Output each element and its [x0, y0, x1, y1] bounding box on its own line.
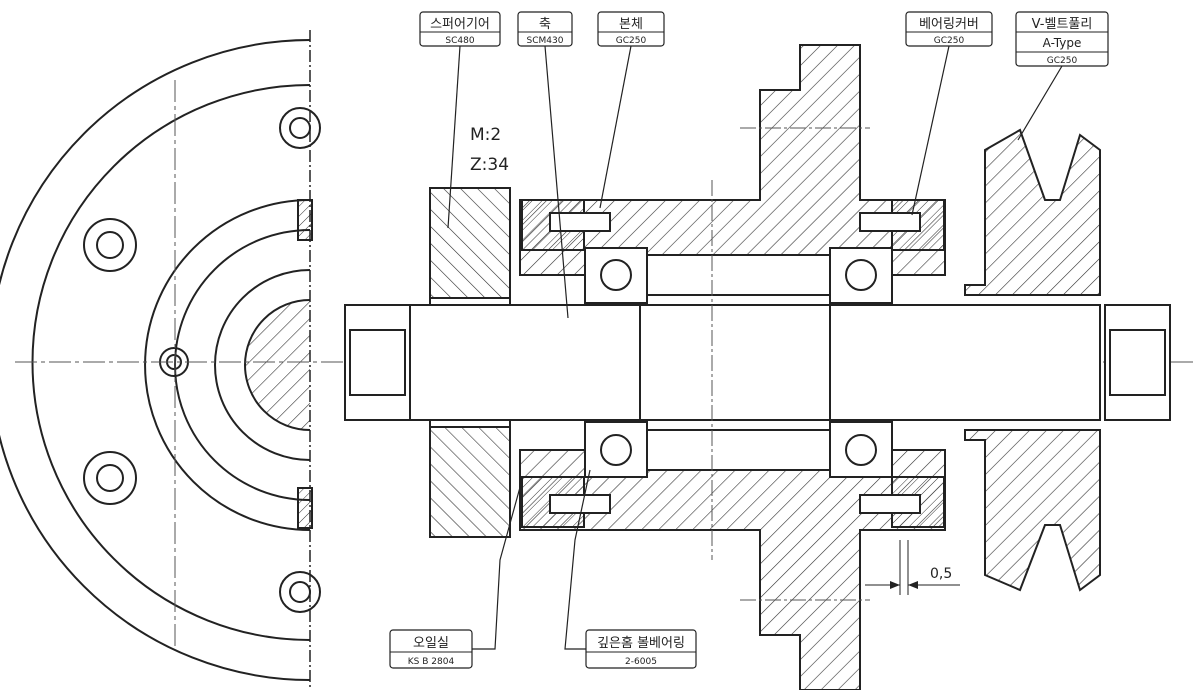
gap-dimension-value: 0,5 — [930, 566, 952, 582]
gear-module: M:2 — [470, 125, 501, 145]
v-belt-pulley-lower — [964, 429, 1101, 592]
shaft-material: SCM430 — [527, 36, 564, 46]
v-belt-pulley-material: GC250 — [1047, 56, 1078, 66]
side-view — [0, 30, 321, 690]
spur-gear-name: 스퍼어기어 — [430, 17, 490, 32]
nut-left-inner — [349, 329, 406, 396]
bore-cavity-upper — [639, 254, 831, 296]
bolt-hole-upper-inner — [96, 231, 124, 259]
gap-dimension: 0,5 — [865, 540, 960, 595]
callout-bearing: 깊은홈 볼베어링 2-6005 — [564, 469, 697, 669]
spur-gear-lower — [429, 426, 511, 538]
bolt-hole-top — [279, 107, 321, 149]
nut-right-inner — [1109, 329, 1166, 396]
bearing-spec: 2-6005 — [625, 657, 657, 667]
callout-body: 본체 GC250 — [597, 11, 665, 209]
oil-seal-name: 오일실 — [413, 636, 449, 651]
bearing-left — [584, 247, 648, 478]
rib-section-top — [297, 199, 313, 241]
bolt-hole-top-inner — [289, 117, 311, 139]
bolt-hole-bottom-inner — [289, 581, 311, 603]
shaft-end-section — [244, 299, 311, 431]
bearing-name: 깊은홈 볼베어링 — [597, 636, 685, 651]
shaft — [409, 304, 1101, 421]
bearing-cover-material: GC250 — [934, 36, 965, 46]
section-view — [344, 44, 1171, 690]
callout-bearing-cover: 베어링커버 GC250 — [905, 11, 993, 216]
bolt-hole-bottom — [279, 571, 321, 613]
bearing-right — [829, 247, 893, 478]
callout-spur-gear: 스퍼어기어 SC480 — [419, 11, 501, 229]
bolt-lower-right — [859, 494, 921, 514]
rib-section-bottom — [297, 487, 313, 529]
shaft-name: 축 — [539, 17, 551, 32]
callout-v-belt-pulley: V-벨트풀리 A-Type GC250 — [1015, 11, 1109, 141]
v-belt-pulley-type: A-Type — [1043, 36, 1082, 50]
body-material: GC250 — [616, 36, 647, 46]
bolt-upper-left — [549, 212, 611, 232]
hub-arc — [214, 269, 311, 461]
bolt-hole-lower-inner — [96, 464, 124, 492]
bore-cavity-lower — [639, 429, 831, 471]
bearing-cover-name: 베어링커버 — [919, 17, 979, 32]
boss-arc — [144, 199, 311, 531]
v-belt-pulley-name: V-벨트풀리 — [1032, 17, 1093, 32]
spur-gear-upper — [429, 187, 511, 299]
bolt-upper-right — [859, 212, 921, 232]
bolt-lower-left — [549, 494, 611, 514]
bolt-hole-lower — [83, 451, 137, 505]
callout-shaft: 축 SCM430 — [517, 11, 573, 319]
gear-teeth: Z:34 — [470, 155, 509, 175]
flange-outer-arc — [0, 39, 311, 681]
v-belt-pulley-upper — [964, 128, 1101, 296]
body-name: 본체 — [619, 17, 643, 32]
callout-oil-seal: 오일실 KS B 2804 — [389, 479, 523, 669]
bolt-hole-upper — [83, 218, 137, 272]
spur-gear-material: SC480 — [445, 36, 474, 46]
oil-seal-spec: KS B 2804 — [408, 657, 455, 667]
